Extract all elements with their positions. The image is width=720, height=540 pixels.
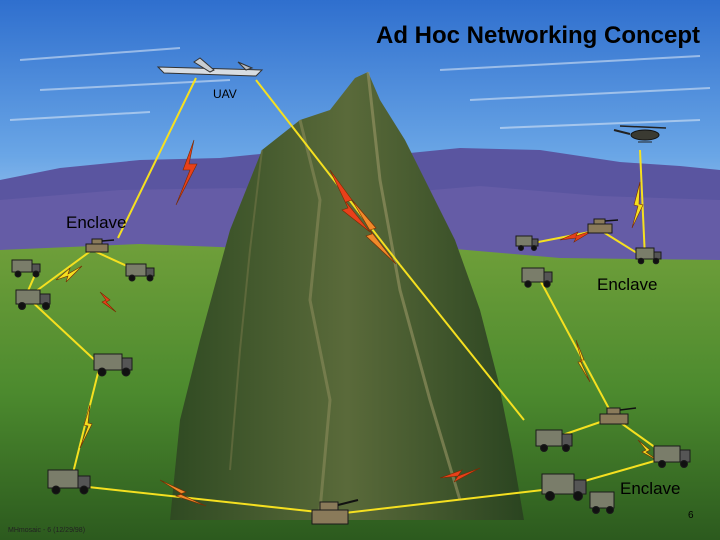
page-number: 6 [688, 510, 694, 521]
enclave-label-left: Enclave [66, 213, 126, 233]
enclave-label-bottom: Enclave [620, 479, 680, 499]
uav-label: UAV [213, 87, 237, 101]
page-title: Ad Hoc Networking Concept [0, 22, 700, 50]
footer-caption: MHmosaic - 6 (12/29/98) [8, 527, 85, 534]
enclave-label-right: Enclave [597, 275, 657, 295]
